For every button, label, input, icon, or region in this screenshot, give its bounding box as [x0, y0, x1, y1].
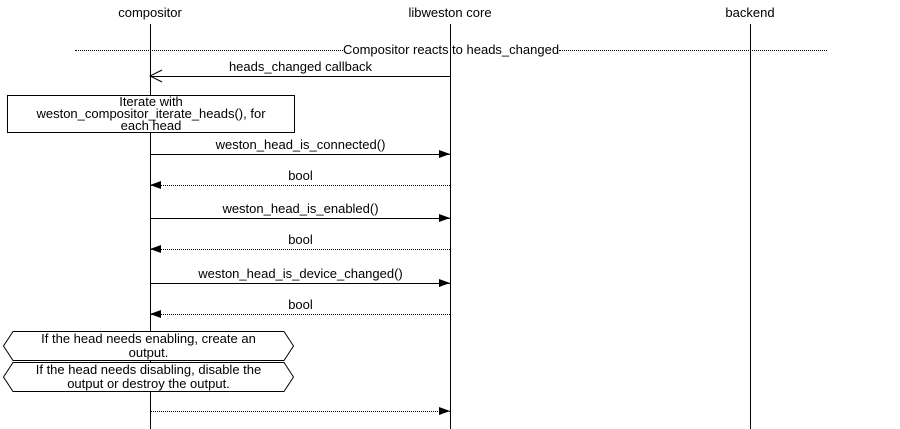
message-heads-changed-callback: heads_changed callback — [151, 59, 450, 77]
condition-note-enabling: If the head needs enabling, create an ou… — [3, 331, 294, 361]
lifeline-backend — [750, 24, 751, 429]
lifeline-compositor — [150, 24, 151, 429]
message-label: bool — [288, 297, 313, 312]
note-text: Iterate with weston_compositor_iterate_h… — [36, 94, 266, 133]
message-label: bool — [288, 232, 313, 247]
message-unlabeled-return — [151, 394, 450, 412]
divider-line-right — [559, 49, 828, 51]
filled-arrowhead-left-icon — [150, 181, 161, 189]
message-label: weston_head_is_connected() — [215, 137, 386, 152]
filled-arrowhead-left-icon — [150, 310, 161, 318]
section-divider: Compositor reacts to heads_changed — [75, 42, 828, 58]
message-label: weston_head_is_enabled() — [222, 201, 379, 216]
filled-arrowhead-right-icon — [439, 214, 450, 222]
filled-arrowhead-right-icon — [439, 407, 450, 415]
divider-title: Compositor reacts to heads_changed — [342, 42, 560, 57]
divider-line-left — [75, 49, 343, 51]
message-label: weston_head_is_device_changed() — [198, 266, 403, 281]
hexagon-shape-icon — [3, 331, 294, 361]
note-box: Iterate with weston_compositor_iterate_h… — [7, 95, 295, 133]
message-weston-head-is-device-changed: weston_head_is_device_changed() — [151, 266, 450, 284]
actor-label-compositor: compositor — [118, 5, 182, 20]
message-bool-return-2: bool — [151, 232, 450, 250]
filled-arrowhead-left-icon — [150, 245, 161, 253]
condition-text: If the head needs enabling, create an ou… — [41, 331, 256, 360]
message-bool-return-1: bool — [151, 168, 450, 186]
message-weston-head-is-enabled: weston_head_is_enabled() — [151, 201, 450, 219]
message-label: heads_changed callback — [228, 59, 373, 74]
message-bool-return-3: bool — [151, 297, 450, 315]
lifeline-libweston-core — [450, 24, 451, 429]
message-label: bool — [288, 168, 313, 183]
hexagon-shape-icon — [3, 362, 294, 392]
actor-label-backend: backend — [725, 5, 775, 20]
condition-note-disabling: If the head needs disabling, disable the… — [3, 362, 294, 392]
condition-text: If the head needs disabling, disable the… — [35, 362, 262, 391]
open-arrowhead-left-icon — [149, 69, 163, 83]
message-weston-head-is-connected: weston_head_is_connected() — [151, 137, 450, 155]
filled-arrowhead-right-icon — [439, 150, 450, 158]
actor-label-libweston-core: libweston core — [408, 5, 492, 20]
filled-arrowhead-right-icon — [439, 279, 450, 287]
